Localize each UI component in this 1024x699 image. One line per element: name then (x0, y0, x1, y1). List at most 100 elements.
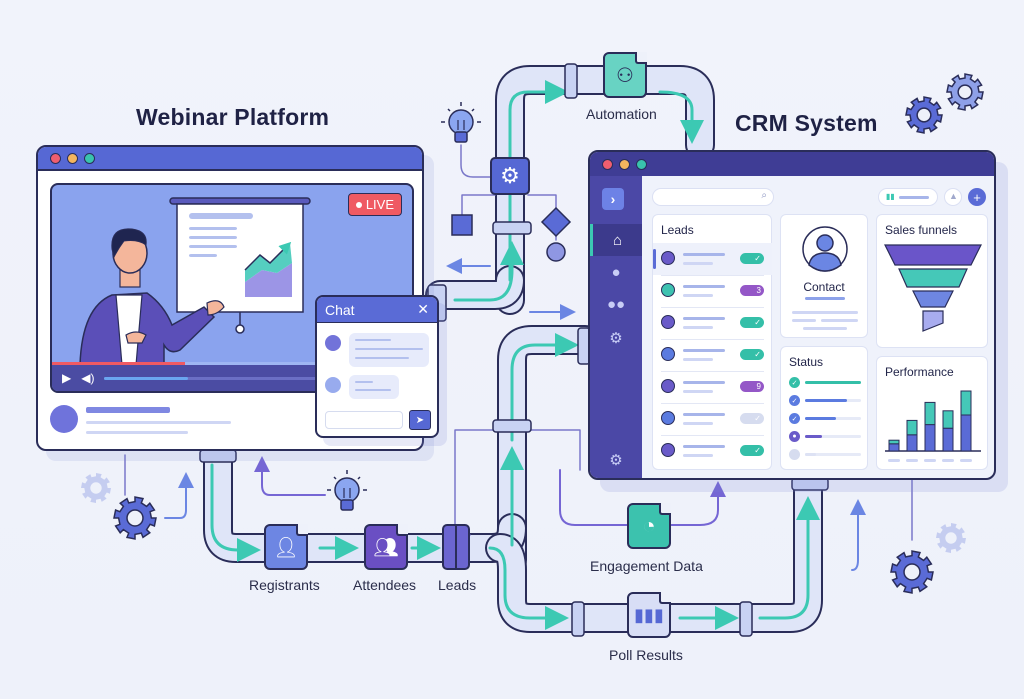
lead-row[interactable]: ✓ (653, 243, 772, 275)
text-placeholder (683, 358, 713, 361)
text-placeholder (683, 253, 725, 256)
lead-avatar (661, 283, 675, 297)
lead-avatar (661, 443, 675, 457)
performance-bar-base (960, 414, 972, 452)
sidebar-item-teams[interactable]: ●● (590, 288, 642, 320)
lead-row[interactable]: ✓ (653, 339, 772, 371)
close-dot[interactable] (602, 158, 613, 170)
status-row: ✓ (789, 377, 861, 389)
playback-fill (104, 376, 189, 380)
registrants-node[interactable]: 👤︎ (264, 524, 308, 570)
poll-results-node[interactable]: ▮▮▮ (627, 592, 671, 638)
text-placeholder (683, 294, 713, 297)
performance-panel[interactable]: Performance (876, 356, 988, 470)
automation-node[interactable]: ⚇ (603, 52, 647, 98)
text-placeholder (86, 431, 188, 434)
automation-gear-node[interactable]: ⚙ (490, 157, 530, 195)
contact-avatar-icon (802, 226, 848, 272)
leads-title: Leads (661, 223, 694, 237)
flowchart-diamond (540, 206, 572, 238)
status-progress-bar (805, 417, 861, 420)
notifications-button[interactable]: ▲ (944, 188, 962, 206)
lead-row[interactable]: ✓ (653, 435, 772, 467)
funnel-stage-1 (884, 244, 982, 266)
add-button[interactable]: + (968, 188, 986, 206)
playback-slider[interactable] (104, 376, 384, 380)
leads-node-divider (455, 526, 457, 568)
sales-funnels-panel[interactable]: Sales funnels (876, 214, 988, 348)
sidebar-item-settings[interactable]: ⚙ (590, 322, 642, 354)
lead-avatar (661, 379, 675, 393)
status-row: ✓ (789, 413, 861, 425)
lead-status-badge[interactable]: ✓ (740, 445, 764, 456)
performance-bar-top (924, 401, 936, 426)
close-dot[interactable] (50, 152, 61, 164)
gear-icon: ⚙ (609, 330, 623, 347)
lead-status-badge[interactable]: 3 (740, 285, 764, 296)
gear-hole (126, 509, 144, 527)
status-progress-fill (805, 399, 847, 402)
row-divider (661, 371, 764, 372)
sidebar-item-home[interactable]: ⌂ (590, 224, 642, 256)
lead-avatar (661, 347, 675, 361)
chat-input[interactable] (325, 411, 403, 429)
leads-node[interactable] (442, 524, 470, 570)
performance-tick-label (906, 459, 918, 462)
performance-title: Performance (885, 365, 954, 379)
lead-avatar (661, 251, 675, 265)
lead-status-badge[interactable]: 9 (740, 381, 764, 392)
status-progress-fill (805, 417, 836, 420)
performance-bar-top (960, 390, 972, 416)
lead-status-badge[interactable]: ✓ (740, 253, 764, 264)
users-icon: ⚇ (616, 64, 634, 87)
lead-row[interactable]: 3 (653, 275, 772, 307)
lead-row[interactable]: ✓ (653, 403, 772, 435)
status-check-icon: ✓ (789, 395, 800, 406)
text-placeholder (803, 327, 847, 330)
maximize-dot[interactable] (636, 158, 647, 170)
gear-hole (903, 563, 921, 581)
contact-panel[interactable]: Contact (780, 214, 868, 338)
play-icon[interactable]: ▶ (62, 371, 72, 385)
lead-avatar (661, 411, 675, 425)
chat-header: Chat ✕ (317, 297, 437, 323)
video-progress-bar[interactable] (52, 362, 412, 365)
text-placeholder (805, 297, 845, 300)
text-placeholder (683, 422, 713, 425)
performance-tick-label (888, 459, 900, 462)
crm-logo-icon[interactable]: › (602, 188, 624, 210)
send-button[interactable]: ➤ (409, 410, 431, 430)
minimize-dot[interactable] (619, 158, 630, 170)
sidebar-item-contacts[interactable]: ● (590, 256, 642, 288)
status-panel: Status ✓✓✓● (780, 346, 868, 470)
sidebar-item-preferences[interactable]: ⚙ (590, 444, 642, 476)
text-placeholder (683, 285, 725, 288)
contact-title: Contact (803, 280, 845, 294)
status-check-icon: ✓ (789, 377, 800, 388)
presenter-illustration (79, 197, 311, 366)
poll-results-label: Poll Results (609, 647, 683, 663)
video-progress-fill (52, 362, 186, 365)
lead-status-badge[interactable]: ✓ (740, 317, 764, 328)
crm-search-input[interactable]: ⌕ (652, 188, 774, 206)
maximize-dot[interactable] (84, 152, 95, 164)
close-icon[interactable]: ✕ (417, 301, 429, 317)
funnel-stage-2 (898, 268, 968, 288)
lead-status-badge[interactable]: ✓ (740, 349, 764, 360)
performance-tick-label (960, 459, 972, 462)
lead-row[interactable]: 9 (653, 371, 772, 403)
engagement-data-node[interactable]: ◔ (627, 503, 671, 549)
minimize-dot[interactable] (67, 152, 78, 164)
attendees-node[interactable]: 👥︎ (364, 524, 408, 570)
performance-tick-label (924, 459, 936, 462)
stats-pill[interactable]: ▮▮ (878, 188, 938, 206)
lead-row[interactable]: ✓ (653, 307, 772, 339)
funnel-stage-3 (912, 290, 954, 308)
performance-chart (885, 390, 981, 462)
lead-status-badge[interactable]: ✓ (740, 413, 764, 424)
volume-icon[interactable]: ◀) (81, 371, 95, 385)
performance-bar-top (906, 419, 918, 436)
status-title: Status (789, 355, 824, 369)
text-placeholder (683, 262, 713, 265)
